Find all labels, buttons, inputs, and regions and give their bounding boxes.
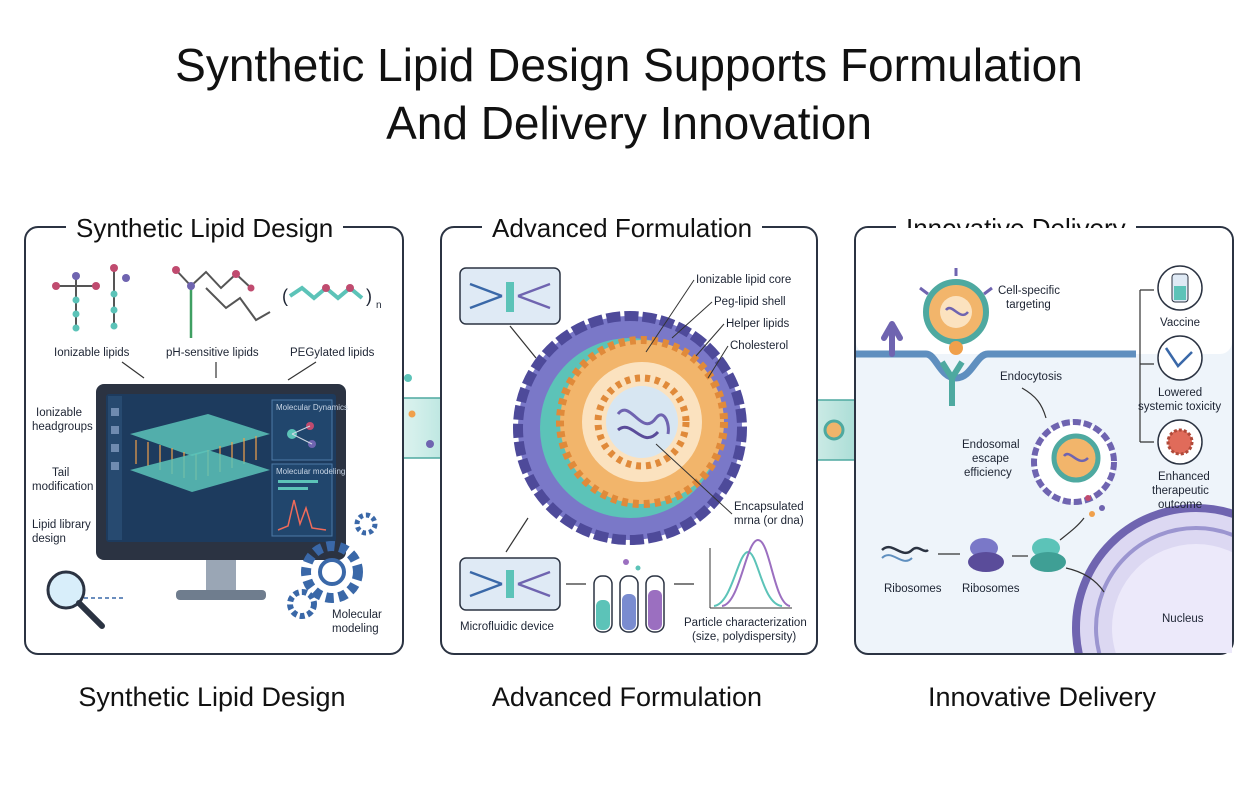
label-helper-lipids: Helper lipids: [726, 318, 790, 330]
toxicity-chart-icon: [1157, 335, 1203, 381]
therapeutic-cell-icon: [1157, 419, 1203, 465]
label-ionizable-headgroups: Ionizable headgroups: [32, 407, 93, 433]
ionizable-lipid-molecule-icon: [52, 264, 130, 332]
screen-panel-molecular-dynamics: Molecular Dynamics: [276, 403, 348, 412]
panel-heading-formulation: Advanced Formulation: [482, 214, 763, 242]
label-molecular-modeling: Molecular modeling: [332, 609, 385, 635]
label-ribosomes-2: Ribosomes: [962, 583, 1020, 595]
label-enhanced-therapeutic-outcome: Enhanced therapeutic outcome: [1152, 471, 1213, 511]
polymer-subscript: n: [376, 300, 382, 311]
ribosome-icon-2: [1030, 538, 1066, 572]
targeted-nanoparticle-icon: [919, 268, 993, 355]
panel-synthetic-lipid-design: Synthetic Lipid Design ( ) n: [24, 214, 404, 655]
lipid-nanoparticle-icon: [513, 311, 747, 545]
label-vaccine: Vaccine: [1160, 317, 1200, 329]
cell-membrane: [856, 350, 1136, 382]
label-cell-specific-targeting: Cell-specific targeting: [998, 285, 1063, 311]
gear-icon: [287, 512, 378, 619]
mrna-strand-icon: [881, 545, 929, 562]
label-endosomal-escape-efficiency: Endosomal escape efficiency: [962, 439, 1023, 479]
title-line-2: And Delivery Innovation: [386, 97, 872, 149]
label-pegylated-lipids: PEGylated lipids: [290, 347, 375, 359]
svg-text:(: (: [282, 286, 288, 306]
caption-innovative-delivery: Innovative Delivery: [927, 682, 1157, 712]
label-ionizable-lipid-core: Ionizable lipid core: [696, 274, 791, 286]
sample-vials-icon: [593, 559, 665, 633]
magnifier-icon: [46, 570, 126, 629]
label-lipid-library-design: Lipid library design: [32, 519, 94, 545]
panel-innovative-delivery: Innovative Delivery Cell-specific target…: [854, 214, 1234, 655]
label-nucleus: Nucleus: [1162, 613, 1204, 625]
ph-sensitive-lipid-molecule-icon: [172, 266, 271, 338]
panel-advanced-formulation: Advanced Formulation: [440, 214, 818, 655]
label-endocytosis: Endocytosis: [1000, 371, 1062, 383]
label-tail-modification: Tail modification: [32, 467, 93, 493]
label-encapsulated-mrna: Encapsulated mrna (or dna): [734, 501, 807, 527]
microfluidic-device-icon: [459, 517, 561, 611]
label-lowered-systemic-toxicity: Lowered systemic toxicity: [1138, 387, 1221, 413]
label-ribosomes-1: Ribosomes: [884, 583, 942, 595]
panel-heading-design: Synthetic Lipid Design: [66, 214, 344, 242]
computer-monitor-icon: Molecular Dynamics Molecular modeling: [96, 384, 348, 600]
microfluidic-chip-icon-top: [459, 267, 561, 359]
vaccine-vial-icon: [1157, 265, 1203, 311]
label-ph-sensitive-lipids: pH-sensitive lipids: [166, 347, 259, 359]
caption-synthetic-lipid-design: Synthetic Lipid Design: [78, 682, 346, 712]
label-peg-lipid-shell: Peg-lipid shell: [714, 296, 786, 308]
label-ionizable-lipids: Ionizable lipids: [54, 347, 130, 359]
screen-panel-molecular-modeling: Molecular modeling: [276, 467, 345, 476]
label-particle-characterization: Particle characterization (size, polydis…: [684, 617, 810, 643]
caption-advanced-formulation: Advanced Formulation: [491, 682, 763, 712]
title-line-1: Synthetic Lipid Design Supports Formulat…: [175, 39, 1083, 91]
receptor-icon: [881, 321, 965, 406]
label-cholesterol: Cholesterol: [730, 340, 788, 352]
endosome-icon: [1031, 419, 1117, 517]
nucleus-icon: [1072, 504, 1232, 653]
page-title: Synthetic Lipid Design Supports Formulat…: [0, 36, 1258, 152]
ribosome-icon: [968, 538, 1004, 572]
pegylated-lipid-molecule-icon: ( ) n: [282, 284, 382, 311]
svg-text:): ): [366, 286, 372, 306]
size-distribution-plot-icon: [709, 538, 792, 609]
label-microfluidic-device: Microfluidic device: [460, 621, 554, 633]
